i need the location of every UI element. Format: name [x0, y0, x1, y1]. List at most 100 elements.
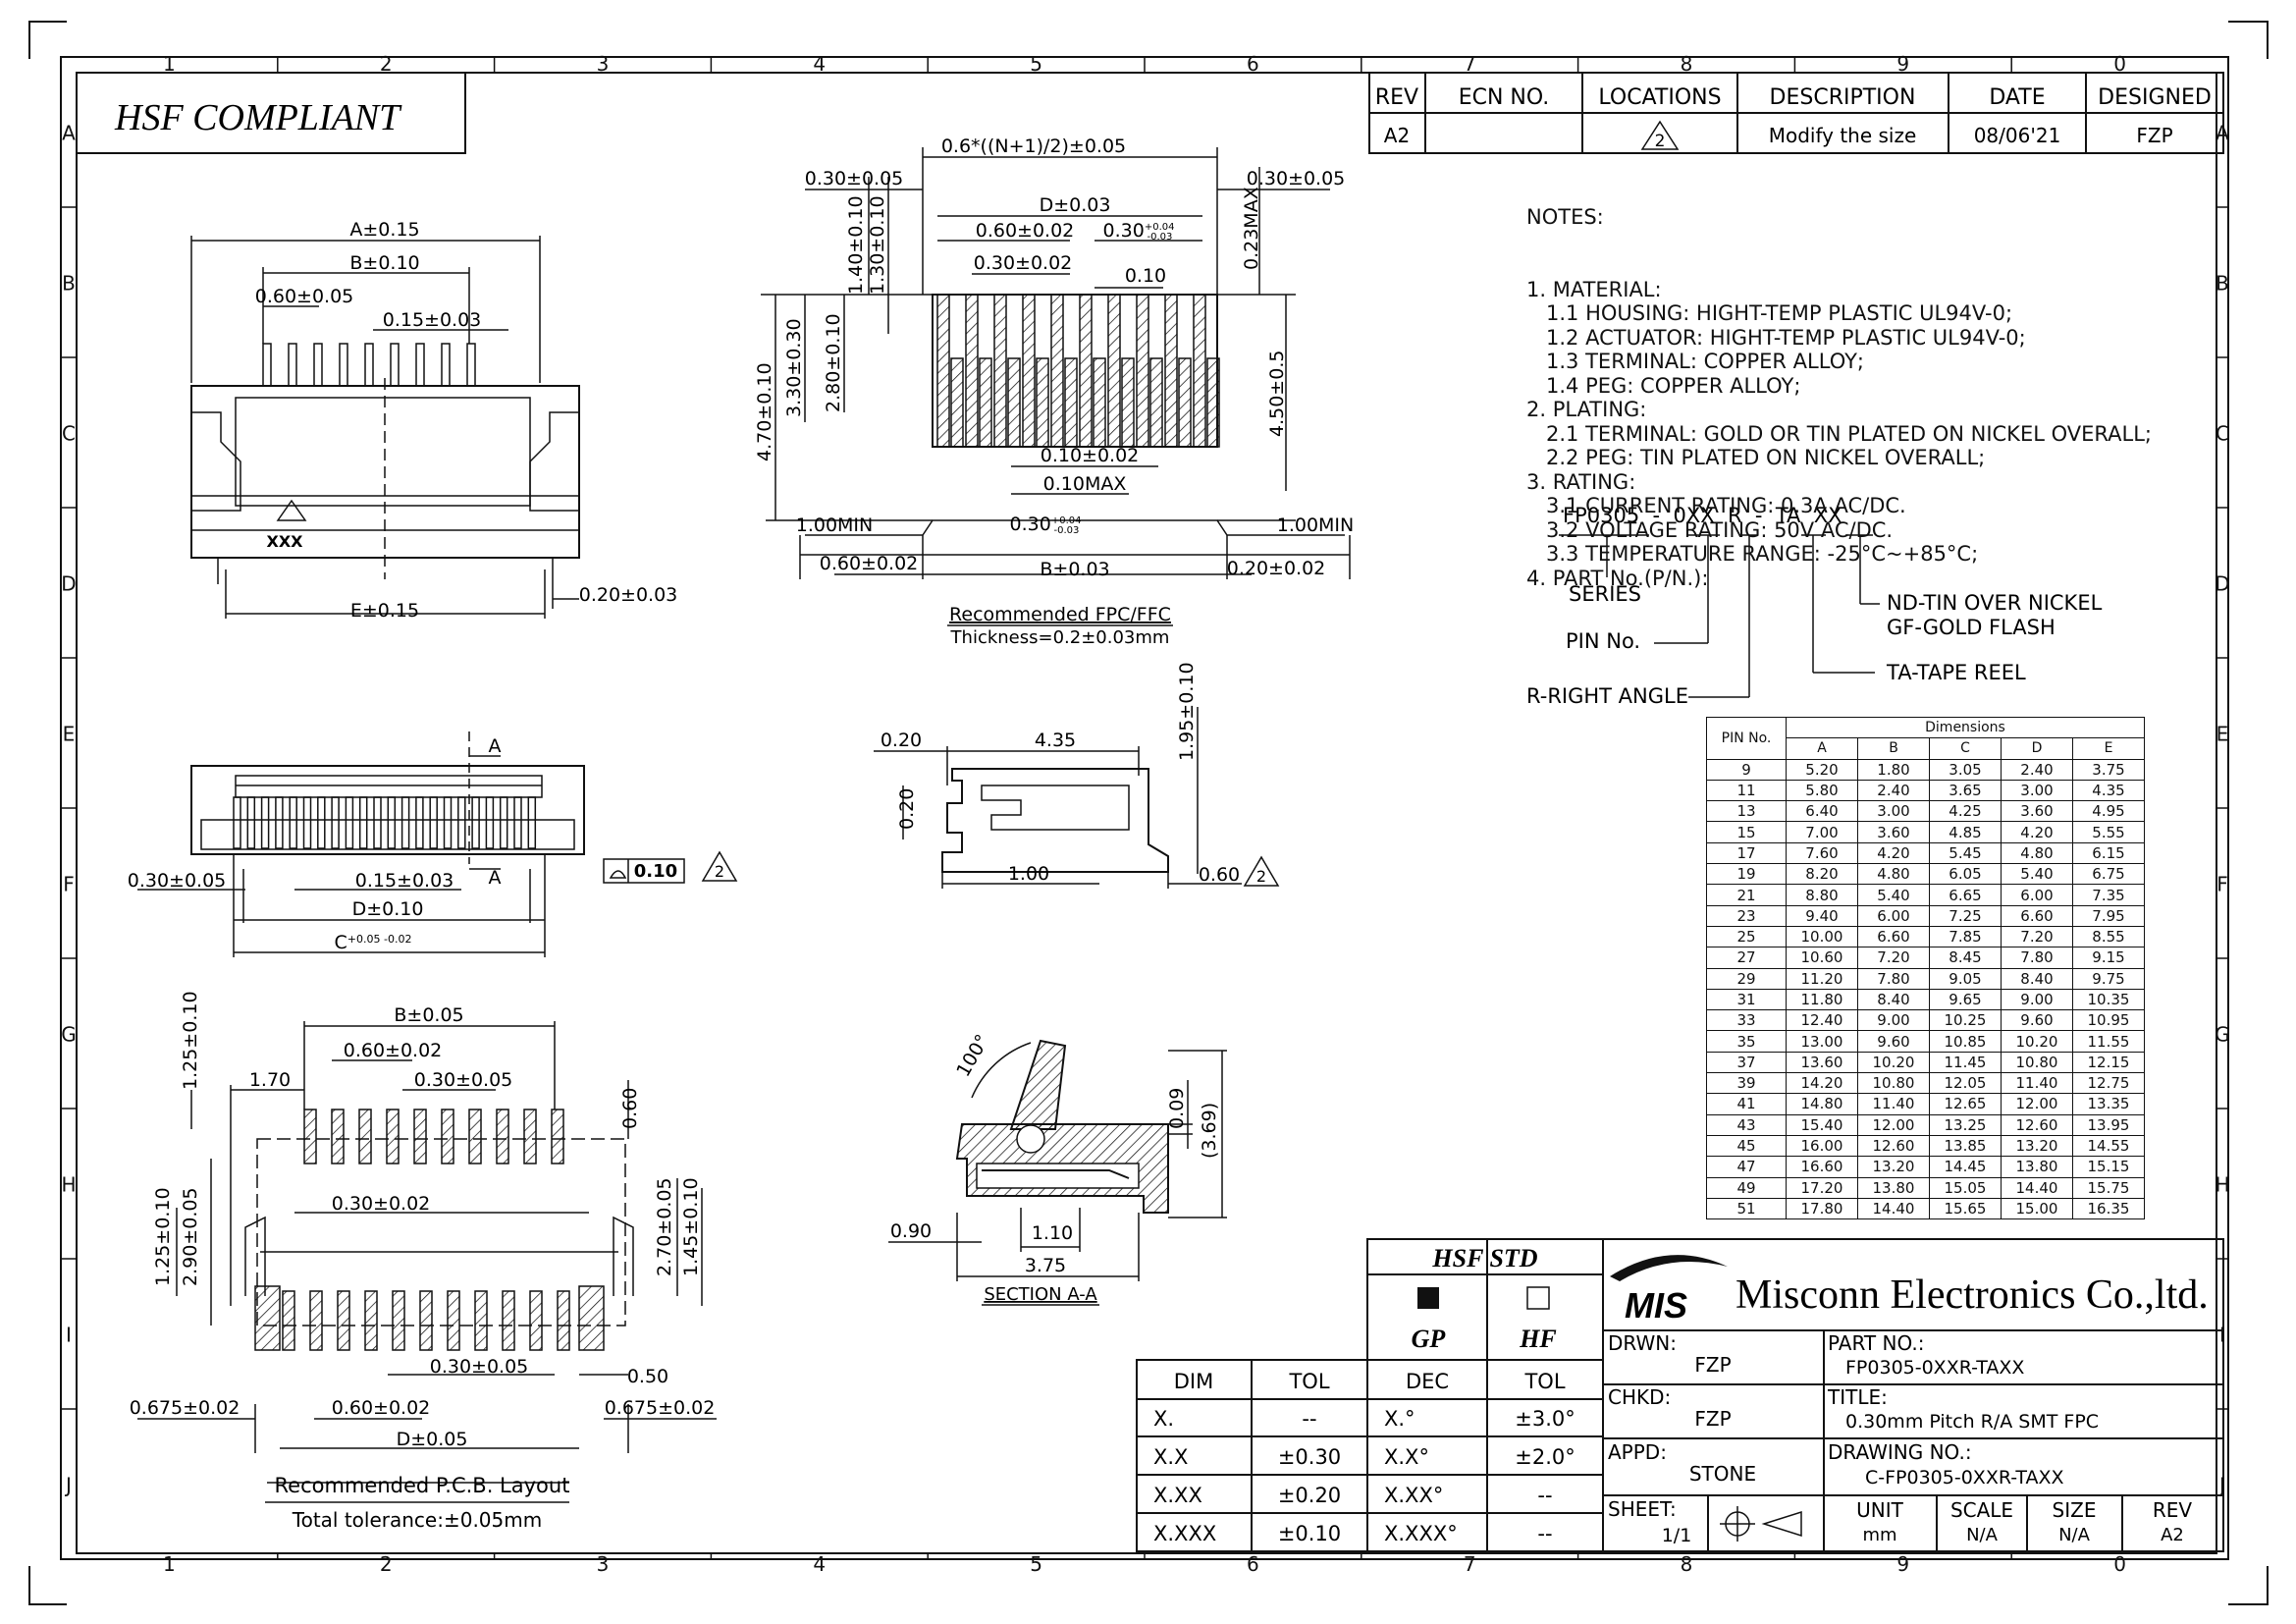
logo-swoosh: [1610, 1255, 1728, 1281]
grid-column-label: 8: [1681, 52, 1693, 76]
tolerance-cell: --: [1537, 1522, 1552, 1545]
terminal-pin: [415, 343, 425, 387]
fpc-dim-gap: 0.10: [1125, 265, 1166, 287]
dim-table-col-c: C: [1929, 737, 2002, 760]
chkd-label: CHKD:: [1608, 1385, 1671, 1409]
top-view: [190, 236, 580, 619]
fpc-finger: [965, 294, 979, 448]
dimension-cell: 8.40: [1857, 988, 1930, 1011]
note-line: 3.2 VOLTAGE RATING: 50V AC/DC.: [1526, 517, 1894, 542]
fpc-dim-2-80: 2.80±0.10: [823, 313, 844, 412]
chkd-value: FZP: [1694, 1407, 1731, 1431]
drwn-value: FZP: [1694, 1353, 1731, 1377]
terminal-pin: [415, 796, 424, 849]
dimension-cell: 6.05: [1929, 863, 2002, 886]
rev-location-triangle: [1640, 120, 1680, 150]
tolerance-cell: ±2.0°: [1515, 1445, 1575, 1469]
dimension-cell: 3.00: [2001, 779, 2073, 802]
side-dim-0-20-left: 0.20: [896, 788, 918, 830]
pin-count-cell: 31: [1706, 988, 1787, 1011]
pcb-dim-pitch: 0.60±0.02: [344, 1040, 443, 1061]
dimension-cell: 13.80: [2001, 1156, 2073, 1178]
pcb-dim-1-25-top: 1.25±0.10: [180, 991, 201, 1090]
dim-table-col-b: B: [1857, 737, 1930, 760]
grid-column-label: 6: [1247, 52, 1259, 76]
dimension-cell: 7.25: [1929, 904, 2002, 927]
compliance-label: HSF COMPLIANT: [114, 97, 402, 138]
pcb-dim-0-675-left: 0.675±0.02: [130, 1397, 240, 1419]
fpc-dim-pitch-formula: 0.6*((N+1)/2)±0.05: [941, 135, 1126, 157]
terminal-pin: [471, 796, 480, 849]
scale-value: N/A: [1966, 1525, 1999, 1545]
grid-row-label: A: [62, 122, 76, 145]
dimension-cell: 15.00: [2001, 1197, 2073, 1220]
pin-count-cell: 47: [1706, 1156, 1787, 1178]
dimension-cell: 7.35: [2072, 884, 2145, 906]
rev-header-locations: LOCATIONS: [1598, 85, 1721, 110]
dimension-cell: 4.85: [1929, 821, 2002, 843]
fpc-thickness: Thickness=0.2±0.03mm: [950, 627, 1170, 648]
dim-table-title: Dimensions: [1786, 716, 2145, 739]
pcb-pad: [468, 1109, 482, 1164]
tolerance-cell: X.XXX: [1153, 1522, 1216, 1545]
dimension-cell: 6.00: [2001, 884, 2073, 906]
dimension-cell: 8.20: [1786, 863, 1858, 886]
top-dim-a: A±0.15: [349, 219, 419, 241]
pin-count-cell: 25: [1706, 925, 1787, 948]
terminal-pin: [390, 343, 400, 387]
dimension-cell: 17.80: [1786, 1197, 1858, 1220]
part-no-value: FP0305-0XXR-TAXX: [1845, 1357, 2024, 1379]
terminal-pin: [400, 796, 410, 849]
dimension-cell: 6.65: [1929, 884, 2002, 906]
fpc-caption: Recommended FPC/FFC: [949, 604, 1171, 625]
section-dim-0-09: 0.09: [1166, 1088, 1188, 1129]
section-dim-1-10: 1.10: [1032, 1222, 1073, 1244]
dimension-cell: 14.80: [1786, 1093, 1858, 1115]
dimension-cell: 15.75: [2072, 1176, 2145, 1199]
dimension-cell: 11.80: [1786, 988, 1858, 1011]
fpc-dim-tol-a-sup: +0.04: [1145, 222, 1175, 233]
grid-column-label: 8: [1681, 1552, 1693, 1576]
front-revision-mark: 2: [715, 862, 724, 881]
dimension-cell: 5.80: [1786, 779, 1858, 802]
pin-count-cell: 13: [1706, 800, 1787, 823]
pcb-dim-0-30-bottom: 0.30±0.05: [430, 1356, 529, 1378]
note-line: 1. MATERIAL:: [1526, 277, 1662, 301]
pcb-pad: [523, 1109, 537, 1164]
pcb-dim-d: D±0.05: [397, 1429, 468, 1450]
fpc-dim-d: D±0.03: [1040, 194, 1111, 216]
tolerance-cell: X.XXX°: [1384, 1522, 1458, 1545]
note-line: 4. PART No.(P/N.):: [1526, 566, 1709, 590]
note-line: 1.1 HOUSING: HIGHT-TEMP PLASTIC UL94V-0;: [1526, 301, 2013, 325]
notes-block: NOTES: 1. MATERIAL: 1.1 HOUSING: HIGHT-T…: [1526, 157, 2152, 615]
grid-row-label: I: [66, 1324, 72, 1347]
note-line: 2.2 PEG: TIN PLATED ON NICKEL OVERALL;: [1526, 446, 1986, 469]
notes-lines: 1. MATERIAL: 1.1 HOUSING: HIGHT-TEMP PLA…: [1526, 278, 2152, 591]
rev-header-designed: DESIGNED: [2098, 85, 2212, 110]
part-legend-tape: TA-TAPE REEL: [1886, 661, 2026, 684]
dimension-cell: 3.60: [1857, 821, 1930, 843]
grid-row-label: E: [63, 723, 76, 746]
grid-column-label: 2: [380, 52, 393, 76]
pcb-pad: [557, 1290, 570, 1351]
dimension-cell: 12.00: [1857, 1113, 1930, 1136]
pcb-pad: [364, 1290, 378, 1351]
dimension-cell: 9.65: [1929, 988, 2002, 1011]
dimension-cell: 10.80: [1857, 1072, 1930, 1095]
dimension-cell: 6.60: [2001, 904, 2073, 927]
fpc-finger: [1007, 357, 1021, 448]
fpc-dim-tol-a-sub: -0.03: [1147, 232, 1172, 243]
scale-label: SCALE: [1950, 1498, 2013, 1522]
section-view: [888, 1039, 1227, 1281]
fpc-dim-0-20-tol: 0.20±0.02: [1227, 558, 1326, 579]
revision-block: REV ECN NO. LOCATIONS DESCRIPTION DATE D…: [1368, 72, 2224, 154]
dimension-cell: 13.20: [2001, 1134, 2073, 1158]
dimension-cell: 4.20: [2001, 821, 2073, 843]
rev-row-description: Modify the size: [1769, 124, 1917, 147]
tolerance-table: [1136, 1238, 1604, 1552]
pcb-pad: [331, 1109, 345, 1164]
